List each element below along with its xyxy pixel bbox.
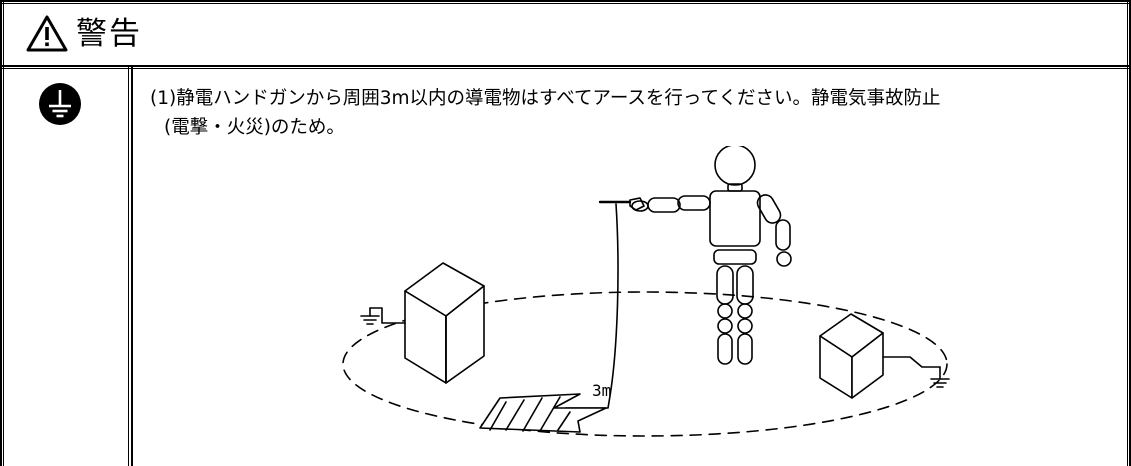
instruction-line-2: (電撃・火災)のため。 [164, 117, 345, 138]
radius-circle [342, 291, 948, 437]
person-torso [709, 190, 761, 247]
gun-cable [565, 203, 619, 409]
instruction-text: (1)静電ハンドガンから周囲3m以内の導電物はすべてアースを行ってください。静電… [150, 84, 1125, 142]
header-divider [0, 65, 1131, 67]
frame-top-inner [0, 3, 1131, 4]
column-divider [128, 67, 129, 466]
person-waist [713, 249, 757, 265]
ground-icon-right [882, 356, 950, 388]
distance-indicator [479, 393, 607, 433]
frame-top [0, 0, 1131, 2]
distance-label: 3m [592, 381, 611, 400]
grounding-illustration: 3m [342, 146, 950, 437]
frame-right-inner [1127, 0, 1128, 466]
frame-right [1129, 0, 1131, 466]
header-divider-inner [0, 68, 1131, 69]
electrostatic-gun-icon [598, 197, 645, 211]
conductive-box-right [819, 313, 884, 399]
person-head [714, 146, 756, 186]
frame-left [0, 0, 2, 466]
frame-left-inner [3, 0, 4, 466]
person-figure-icon [631, 146, 792, 365]
column-divider-inner [131, 67, 133, 466]
instruction-line-1: (1)静電ハンドガンから周囲3m以内の導電物はすべてアースを行ってください。静電… [150, 88, 941, 109]
conductive-box-left [404, 262, 485, 384]
ground-icon-left [360, 307, 406, 325]
ground-symbol-icon [39, 83, 81, 125]
header-title: 警告 [76, 15, 142, 52]
header: 警告 [26, 3, 142, 65]
warning-triangle-icon [26, 15, 68, 52]
